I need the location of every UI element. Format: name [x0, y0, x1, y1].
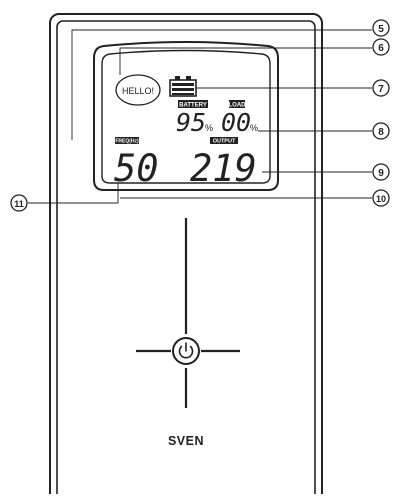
battery-value: 95 [176, 108, 206, 137]
load-percent-sign: % [250, 123, 258, 133]
callout-7-circle [372, 79, 390, 97]
brand-logo: SVEN [168, 434, 204, 448]
callout-10-circle [372, 189, 390, 207]
load-label-box [229, 100, 245, 108]
leader-6 [119, 47, 372, 75]
leader-5 [71, 29, 372, 140]
callout-markers: 5 6 7 8 9 10 11 [10, 19, 390, 212]
output-value: 219 [190, 147, 257, 190]
power-button-icon [178, 342, 194, 359]
battery-label: BATTERY [179, 103, 207, 109]
load-value: 00 [221, 108, 251, 137]
battery-label-box [178, 100, 208, 108]
callout-5-circle [372, 19, 390, 37]
freq-label-box [115, 137, 139, 144]
battery-percent-sign: % [205, 123, 213, 133]
freq-value: 50 [114, 147, 159, 190]
callout-7: 7 [378, 84, 384, 95]
output-label-box [210, 137, 238, 144]
callout-9-circle [372, 163, 390, 181]
output-label: OUTPUT [213, 139, 236, 145]
callout-leaders [28, 29, 372, 204]
callout-9: 9 [378, 168, 384, 179]
callout-8: 8 [378, 127, 384, 138]
hello-text: HELLO! [122, 86, 154, 96]
cross-lines [136, 218, 240, 408]
callout-10: 10 [376, 194, 386, 204]
callout-6: 6 [378, 43, 384, 54]
hello-bubble [115, 74, 161, 106]
freq-label: FREQ(Hz) [115, 139, 139, 145]
callout-8-circle [372, 122, 390, 140]
power-button[interactable] [172, 337, 200, 365]
callout-11: 11 [14, 199, 24, 209]
callout-6-circle [372, 38, 390, 56]
leader-11 [28, 183, 119, 204]
callout-11-circle [10, 194, 28, 212]
load-label: LOAD [229, 103, 247, 109]
callout-5: 5 [378, 24, 384, 35]
